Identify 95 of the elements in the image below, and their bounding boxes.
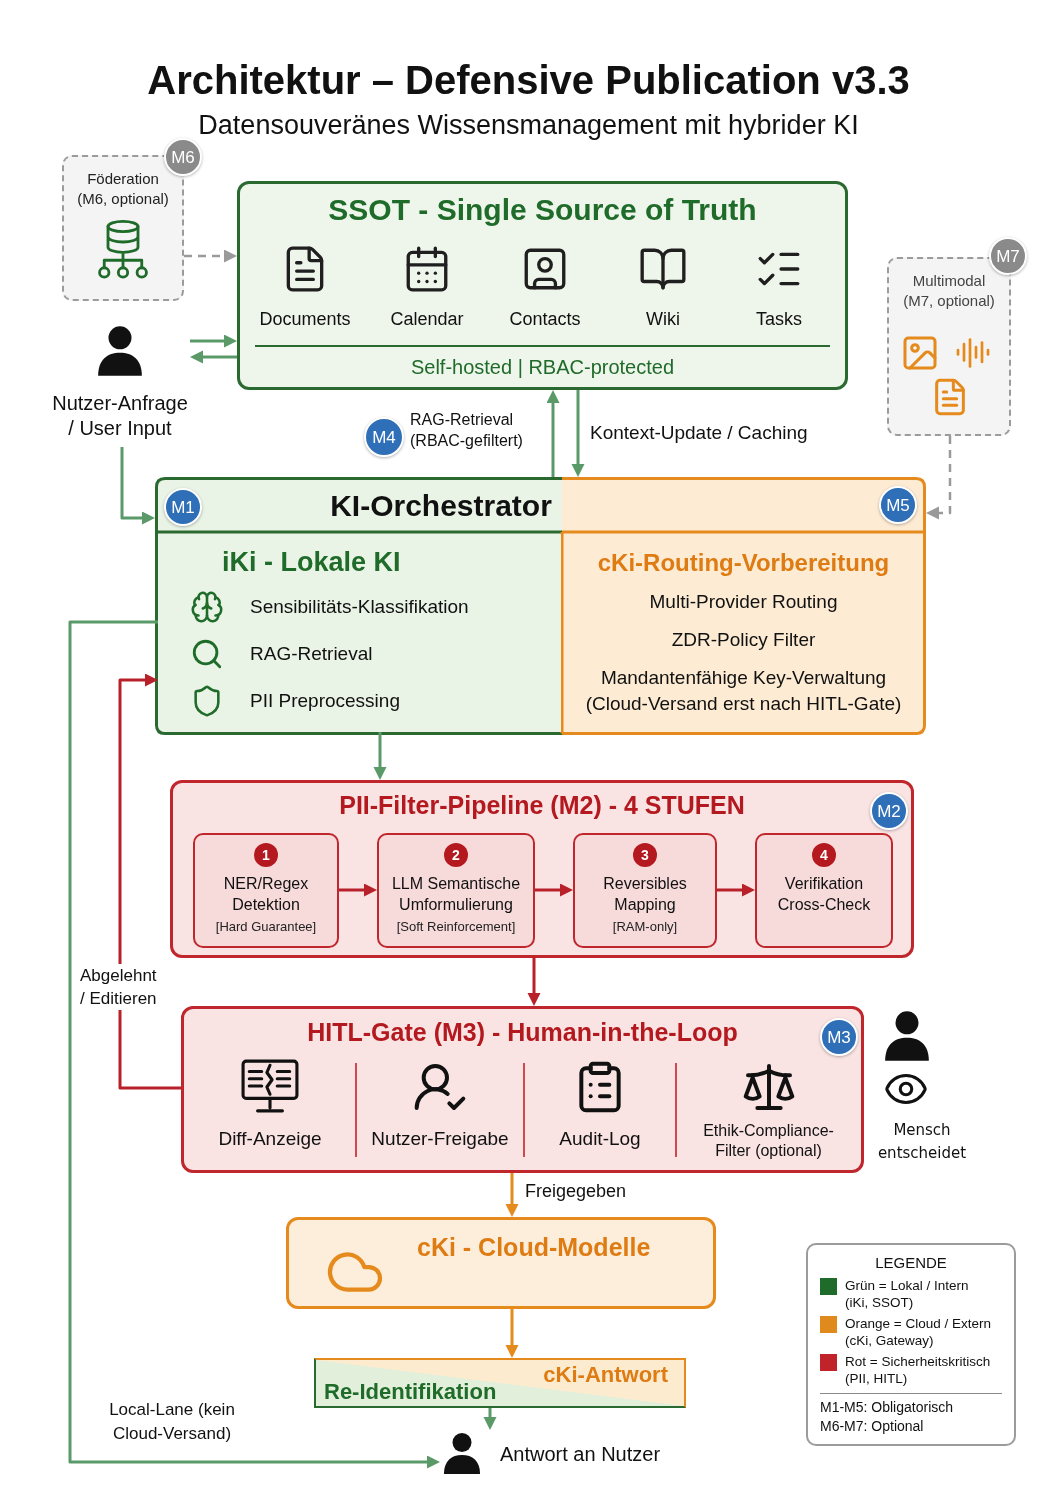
arrow [118, 673, 181, 1090]
feature-label: RAG-Retrieval [250, 642, 373, 666]
panel-title: SSOT - Single Source of Truth [328, 192, 757, 228]
panel-title: HITL-Gate (M3) - Human-in-the-Loop [307, 1017, 738, 1047]
legend-title: LEGENDE [874, 1253, 948, 1273]
item-label: Tasks [756, 308, 802, 330]
step-number: 1 [262, 848, 270, 862]
arrow [483, 1408, 497, 1430]
dashed-arrow [926, 436, 952, 520]
module-number: M2 [877, 802, 901, 820]
feature-label: Diff-Anzeige [218, 1127, 322, 1150]
process-step-box [193, 833, 339, 948]
step-label: Reversibles Mapping [602, 874, 688, 915]
legend-text: Orange = Cloud / Extern (cKi, Gateway) [845, 1315, 992, 1349]
legend-text: Grün = Lokal / Intern (iKi, SSOT) [845, 1277, 970, 1311]
arrow [505, 1309, 519, 1358]
arrow [120, 447, 155, 525]
edge-label: RAG-Retrieval (RBAC-gefiltert) [410, 410, 524, 451]
actor-label: Antwort an Nutzer [500, 1442, 661, 1466]
box-label: Multimodal (M7, optional) [902, 271, 996, 311]
feature-label: ZDR-Policy Filter [670, 628, 817, 652]
panel-heading: iKi - Lokale KI [222, 546, 401, 578]
feature-label: Nutzer-Freigabe [371, 1127, 509, 1150]
feature-label: PII Preprocessing [250, 689, 400, 713]
module-number: M5 [886, 496, 910, 514]
process-step-box [755, 833, 893, 948]
feature-label: Mandantenfähige Key-Verwaltung (Cloud-Versand erst nach HITL-Gate) [584, 666, 903, 716]
module-badge [870, 792, 908, 830]
legend-note: M6-M7: Optional [820, 1417, 925, 1436]
arrow [505, 1173, 519, 1217]
feature-label: Audit-Log [559, 1127, 641, 1150]
module-badge [364, 417, 404, 457]
legend-note: M1-M5: Obligatorisch [820, 1398, 955, 1417]
box-heading: cKi-Antwort [543, 1361, 668, 1388]
orchestrator-panel [155, 477, 926, 735]
edge-label: Local-Lane (kein Cloud-Versand) [108, 1399, 236, 1445]
arrow [373, 732, 387, 780]
step-number: 2 [452, 848, 460, 862]
arrow [717, 883, 755, 897]
edge-label: Freigegeben [525, 1180, 627, 1202]
legend-text: Rot = Sicherheitskritisch (PII, HITL) [845, 1353, 992, 1387]
edge-label: Kontext-Update / Caching [590, 421, 808, 445]
process-step-box [377, 833, 535, 948]
module-number: M3 [827, 1028, 851, 1046]
arrow [535, 883, 573, 897]
arrow [527, 958, 541, 1006]
caption-text: Mensch entscheidet [876, 1120, 968, 1164]
response-box [314, 1358, 686, 1408]
panel-title: cKi - Cloud-Modelle [417, 1232, 651, 1262]
module-number: M1 [171, 498, 195, 516]
panel-footer: Self-hosted | RBAC-protected [410, 355, 675, 379]
diagram-title: Architektur – Defensive Publication v3.3 [147, 57, 910, 104]
feature-label: Multi-Provider Routing [648, 590, 839, 614]
box-heading: Re-Identifikation [324, 1378, 497, 1405]
cloud-model-box [286, 1217, 716, 1309]
panel-title: PII-Filter-Pipeline (M2) - 4 STUFEN [339, 790, 745, 820]
panel-title: KI-Orchestrator [330, 488, 552, 524]
arrow [546, 390, 560, 477]
item-label: Contacts [509, 308, 581, 330]
module-number: M6 [171, 148, 195, 166]
module-badge [879, 486, 917, 524]
arrow [339, 883, 377, 897]
item-label: Documents [259, 308, 351, 330]
process-step-box [573, 833, 717, 948]
local-ai-panel [158, 534, 561, 732]
step-label: LLM Semantische Umformulierung [390, 874, 522, 915]
review-gate-panel [181, 1006, 864, 1173]
data-store-panel [237, 181, 848, 390]
step-label: NER/Regex Detektion [222, 874, 310, 915]
item-label: Wiki [646, 308, 680, 330]
module-badge [820, 1018, 858, 1056]
arrow [571, 390, 585, 477]
step-note: [RAM-only] [612, 918, 678, 935]
step-label: Verifikation Cross-Check [776, 874, 872, 915]
feature-label: Ethik-Compliance-Filter (optional) [702, 1121, 835, 1161]
box-label: Föderation (M6, optional) [76, 169, 170, 209]
dashed-arrow [184, 249, 237, 263]
module-badge [164, 138, 202, 176]
step-number: 4 [820, 848, 828, 862]
step-note: [Soft Reinforcement] [396, 918, 516, 935]
actor-label: Nutzer-Anfrage / User Input [51, 391, 189, 441]
step-number: 3 [641, 848, 649, 862]
step-note: [Hard Guarantee] [215, 918, 317, 935]
module-badge [164, 488, 202, 526]
module-number: M4 [372, 428, 396, 446]
subtitle: Datensouveränes Wissensmanagement mit hybrider KI [197, 109, 860, 142]
arrow [190, 350, 237, 364]
arrow [68, 620, 440, 1469]
module-badge [989, 237, 1027, 275]
item-label: Calendar [390, 308, 464, 330]
feature-label: Sensibilitäts-Klassifikation [250, 595, 469, 619]
arrow [190, 334, 237, 348]
panel-heading: cKi-Routing-Vorbereitung [597, 548, 890, 577]
pipeline-panel [170, 780, 914, 958]
module-number: M7 [996, 247, 1020, 265]
